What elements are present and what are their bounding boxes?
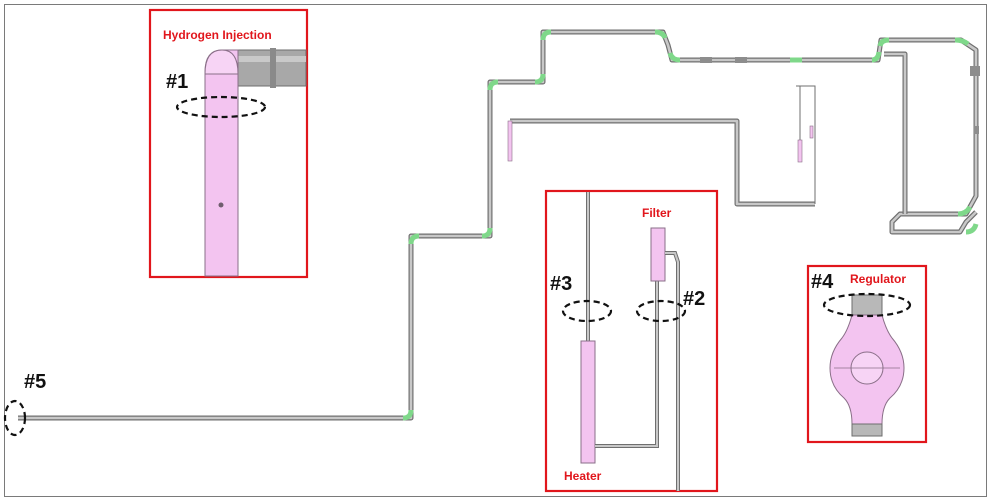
elbow-joint [402, 409, 414, 421]
elbow-joint [954, 37, 970, 47]
elbow-joint [965, 223, 979, 235]
elbow-joint [654, 29, 668, 39]
heater-outlet-pipe-inner [595, 264, 658, 447]
detail-box-frame [544, 189, 719, 493]
regulator-top-cylinder [851, 294, 883, 316]
marker-4-ellipse [822, 292, 912, 318]
filter-label: Filter [642, 206, 672, 220]
inner-drop-pipe-inner [884, 52, 907, 214]
marker-3-ellipse [561, 299, 613, 323]
elbow-group [402, 29, 979, 421]
marker-2-label: #2 [683, 288, 705, 310]
elbow-joint [667, 52, 681, 63]
filter-outlet-pipe-inner [665, 252, 679, 491]
pink-elbow-cap [204, 49, 239, 75]
marker-1-label: #1 [166, 71, 188, 93]
elbow-joint [487, 79, 499, 91]
small-component [507, 120, 513, 162]
marker-5-label: #5 [24, 371, 46, 393]
detail-box-hydrogen-injection: Hydrogen Injection #1 [148, 8, 309, 279]
sensor-point [218, 202, 224, 208]
elbow-joint [481, 227, 493, 239]
pipe-flange [270, 48, 276, 88]
elbow-joint [408, 233, 420, 245]
marker-5-group: #5 [3, 371, 46, 437]
elbow-joint [534, 73, 546, 85]
small-component [797, 139, 803, 163]
marker-2-ellipse [635, 299, 687, 323]
elbow-joint [540, 29, 552, 41]
marker-4-label: #4 [811, 271, 834, 293]
inner-drop-pipe [884, 51, 908, 214]
pipe-fitting [700, 57, 712, 63]
elbow-joint [957, 205, 973, 217]
marker-5-ellipse [3, 399, 27, 437]
diagram-frame [4, 4, 987, 497]
elbow-joint [871, 51, 882, 63]
pipe-fitting [974, 126, 979, 134]
pipe-fitting [970, 66, 980, 76]
main-pipe-segment-inner [18, 30, 978, 420]
filter-body [650, 227, 666, 282]
detail-box-regulator: Regulator #4 [806, 264, 928, 444]
regulator-bottom-cylinder [851, 423, 883, 437]
marker-3-label: #3 [550, 273, 572, 295]
right-loop-pipe-inner [890, 76, 978, 234]
pink-elbow [204, 49, 239, 277]
pipe-fitting [735, 57, 747, 63]
thin-instrument-line [796, 85, 816, 204]
middle-branch-pipe-inner [510, 119, 815, 206]
small-component [809, 125, 814, 139]
marker-1-ellipse [175, 95, 267, 119]
pipeline-network [18, 29, 980, 421]
pipe-highlight [222, 56, 306, 62]
elbow-joint [877, 37, 890, 47]
regulator-label: Regulator [850, 272, 906, 286]
hydrogen-injection-label: Hydrogen Injection [163, 28, 272, 42]
detail-box-heater-filter: Filter Heater #3 #2 [544, 189, 719, 493]
heater-label: Heater [564, 469, 602, 483]
heater-body [580, 340, 596, 464]
